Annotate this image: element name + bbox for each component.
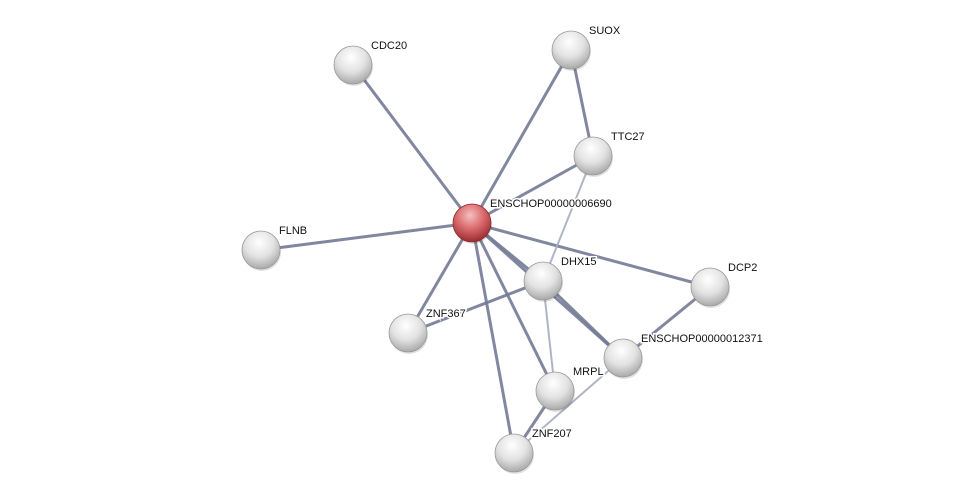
node-sphere[interactable] [523, 261, 563, 301]
node-dcp2[interactable]: DCP2 [690, 261, 759, 308]
node-label: MRPL [573, 366, 604, 378]
node-suox[interactable]: SUOX [551, 24, 622, 71]
node-sphere[interactable] [535, 371, 575, 411]
node-enschop00000006690[interactable]: ENSCHOP00000006690 [452, 197, 613, 244]
node-label: DHX15 [561, 256, 596, 268]
node-dhx15[interactable]: DHX15 [523, 255, 598, 302]
edge-ENSCHOP00000006690-ZNF207[interactable] [470, 222, 516, 454]
node-sphere[interactable] [452, 203, 492, 243]
node-label: SUOX [589, 25, 621, 37]
edge-DHX15-ZNF367[interactable] [407, 279, 544, 335]
node-znf207[interactable]: ZNF207 [494, 427, 573, 474]
node-label: ENSCHOP00000006690 [490, 198, 612, 210]
node-label: ENSCHOP00000012371 [641, 333, 763, 345]
node-enschop00000012371[interactable]: ENSCHOP00000012371 [603, 332, 764, 379]
node-sphere[interactable] [241, 230, 281, 270]
node-znf367[interactable]: ZNF367 [388, 307, 467, 354]
node-sphere[interactable] [494, 433, 534, 473]
node-cdc20[interactable]: CDC20 [333, 39, 409, 86]
node-label: ZNF367 [426, 308, 466, 320]
edge-TTC27-DHX15[interactable] [542, 155, 594, 282]
edges-layer [260, 49, 711, 454]
node-label: FLNB [279, 225, 307, 237]
node-label: TTC27 [611, 131, 645, 143]
node-sphere[interactable] [690, 267, 730, 307]
node-sphere[interactable] [551, 30, 591, 70]
edge-ENSCHOP00000006690-CDC20[interactable] [351, 64, 474, 224]
node-flnb[interactable]: FLNB [241, 224, 309, 271]
edge-ENSCHOP00000006690-FLNB[interactable] [260, 221, 473, 252]
edge-ENSCHOP00000006690-MRPL[interactable] [470, 222, 557, 392]
node-sphere[interactable] [333, 45, 373, 85]
node-label: ZNF207 [532, 428, 572, 440]
edge-ENSCHOP00000006690-DCP2[interactable] [471, 221, 711, 289]
edge-ENSCHOP00000006690-SUOX[interactable] [470, 49, 573, 224]
node-label: CDC20 [371, 40, 407, 52]
node-label: DCP2 [728, 262, 757, 274]
node-sphere[interactable] [603, 338, 643, 378]
node-ttc27[interactable]: TTC27 [573, 130, 646, 177]
node-mrpl[interactable]: MRPL [535, 365, 605, 412]
edge-ENSCHOP00000006690-TTC27[interactable] [471, 154, 594, 225]
node-sphere[interactable] [388, 313, 428, 353]
edge-ENSCHOP00000006690-ZNF367[interactable] [406, 222, 474, 334]
node-sphere[interactable] [573, 136, 613, 176]
edge-ENSCHOP00000012371-ZNF207[interactable] [513, 357, 624, 454]
